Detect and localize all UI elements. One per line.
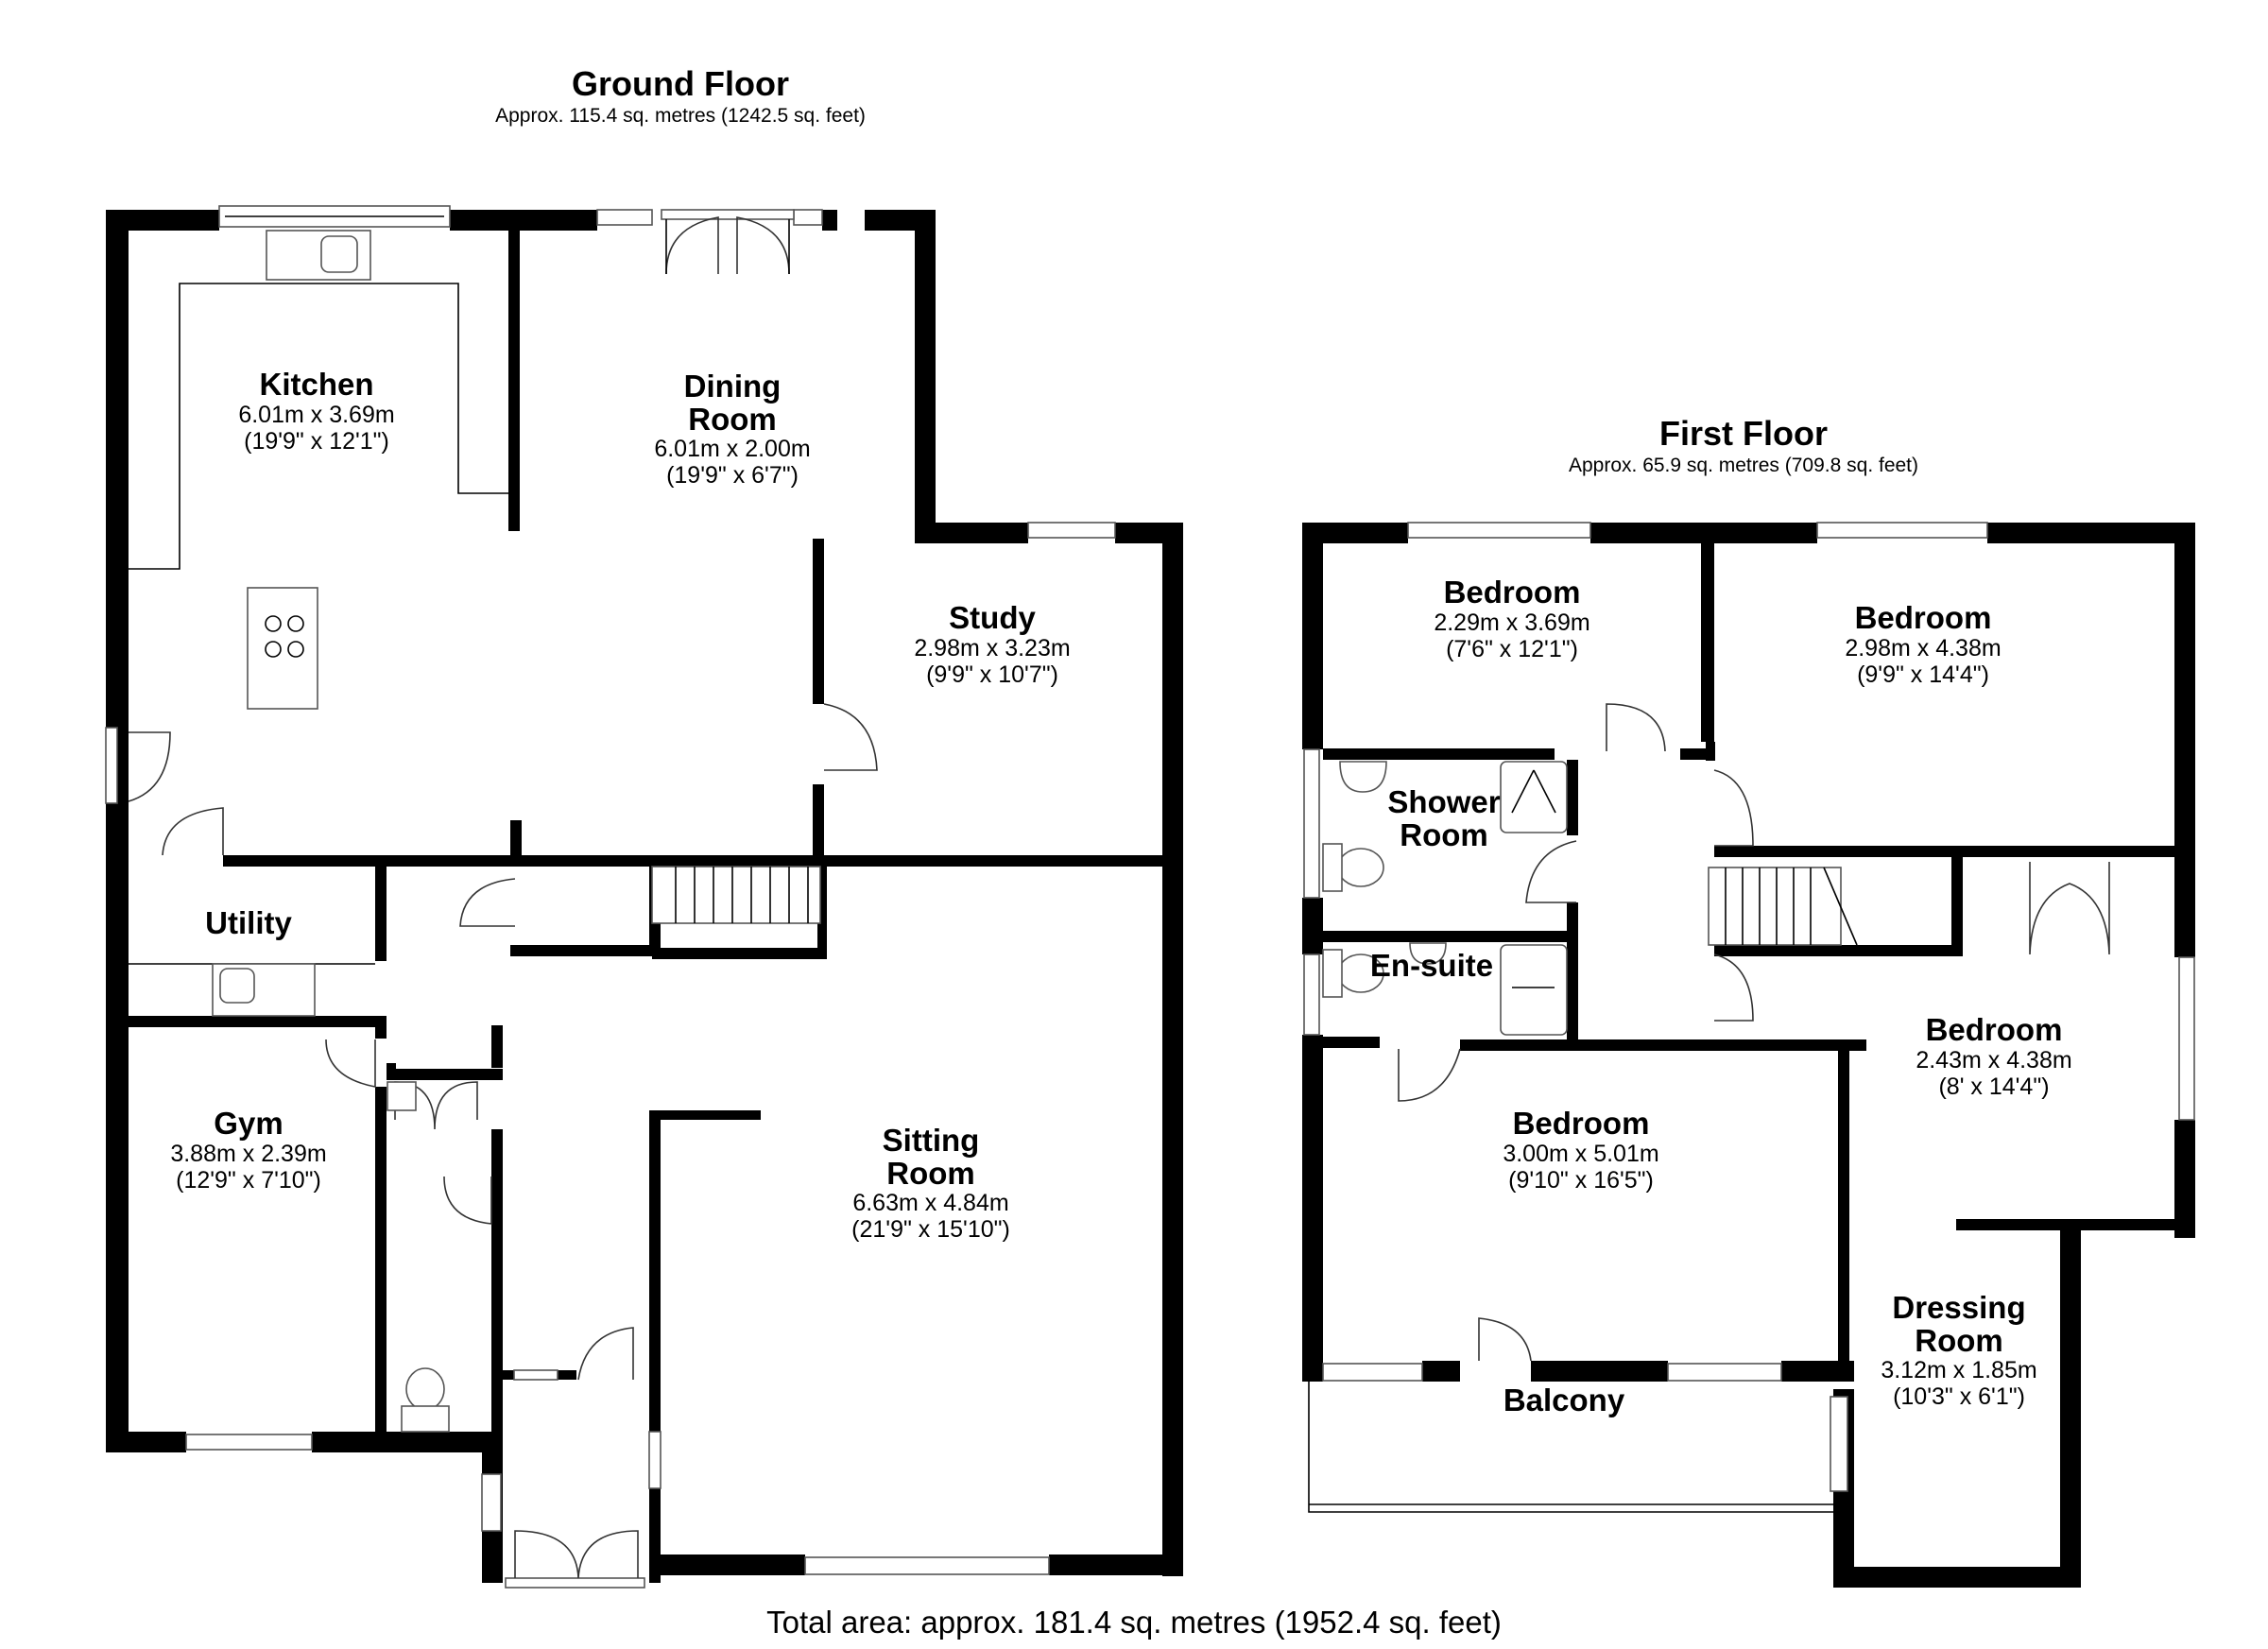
window-icon [1830, 1396, 1848, 1492]
room-study: Study 2.98m x 3.23m (9'9" x 10'7") [914, 600, 1071, 688]
room-shower: Shower Room [1387, 784, 1501, 852]
first-floor-walls [1302, 523, 2195, 1588]
window-icon [1667, 1363, 1782, 1382]
toilet-icon [405, 1367, 445, 1411]
window-icon [1407, 522, 1591, 539]
staircase-icon [651, 866, 821, 924]
hob-icon [247, 587, 318, 710]
door-swing-icon [823, 703, 878, 771]
window-icon [1303, 748, 1320, 899]
total-area: Total area: approx. 181.4 sq. metres (19… [766, 1605, 1502, 1640]
ground-floor-fixtures [129, 230, 821, 1433]
window-icon [185, 1434, 313, 1451]
room-dressing: Dressing Room 3.12m x 1.85m (10'3" x 6'1… [1881, 1290, 2037, 1411]
basin-icon [1409, 942, 1447, 965]
window-icon [2178, 956, 2195, 1121]
room-sitting: Sitting Room 6.63m x 4.84m (21'9" x 15'1… [851, 1123, 1010, 1244]
room-dining: Dining Room 6.01m x 2.00m (19'9" x 6'7") [654, 369, 811, 490]
basin-icon [1339, 761, 1387, 793]
room-gym: Gym 3.88m x 2.39m (12'9" x 7'10") [170, 1106, 327, 1194]
window-icon [596, 209, 653, 226]
first-floor-header: First Floor Approx. 65.9 sq. metres (709… [1569, 416, 1918, 476]
basin-icon [387, 1081, 417, 1111]
room-bedroom-1: Bedroom 2.29m x 3.69m (7'6" x 12'1") [1434, 575, 1590, 662]
window-icon [1816, 522, 1988, 539]
first-floor-area: Approx. 65.9 sq. metres (709.8 sq. feet) [1568, 454, 1919, 476]
window-icon [1027, 522, 1116, 539]
ground-floor-title: Ground Floor [572, 64, 789, 103]
room-bedroom-3: Bedroom 2.43m x 4.38m (8' x 14'4") [1916, 1012, 2072, 1100]
room-balcony: Balcony [1503, 1383, 1625, 1417]
room-bedroom-4: Bedroom 3.00m x 5.01m (9'10" x 16'5") [1503, 1106, 1659, 1194]
ground-floor-header: Ground Floor Approx. 115.4 sq. metres (1… [495, 66, 866, 127]
window-icon [1322, 1363, 1423, 1382]
door-swing-icon [1606, 703, 1666, 752]
ground-floor-doors [105, 703, 878, 1579]
first-floor-doors [1398, 703, 2110, 1362]
window-icon [1303, 953, 1320, 1036]
room-kitchen: Kitchen 6.01m x 3.69m (19'9" x 12'1") [238, 367, 395, 455]
staircase-icon [1708, 867, 1858, 946]
ground-floor-walls [106, 210, 1183, 1583]
door-swing-icon [128, 731, 171, 802]
first-floor-title: First Floor [1659, 414, 1828, 453]
shower-tray-icon [1500, 944, 1568, 1036]
window-icon [804, 1556, 1050, 1575]
room-bedroom-2: Bedroom 2.98m x 4.38m (9'9" x 14'4") [1845, 600, 2002, 688]
room-utility: Utility [205, 905, 292, 940]
ground-floor-windows [185, 205, 1116, 1589]
shower-tray-icon [1500, 761, 1568, 833]
room-ensuite: En-suite [1369, 948, 1494, 983]
first-floor-windows [1303, 522, 2195, 1513]
ground-floor-area: Approx. 115.4 sq. metres (1242.5 sq. fee… [495, 104, 866, 127]
first-floor-fixtures [1322, 761, 1858, 1036]
toilet-icon [1337, 848, 1384, 887]
